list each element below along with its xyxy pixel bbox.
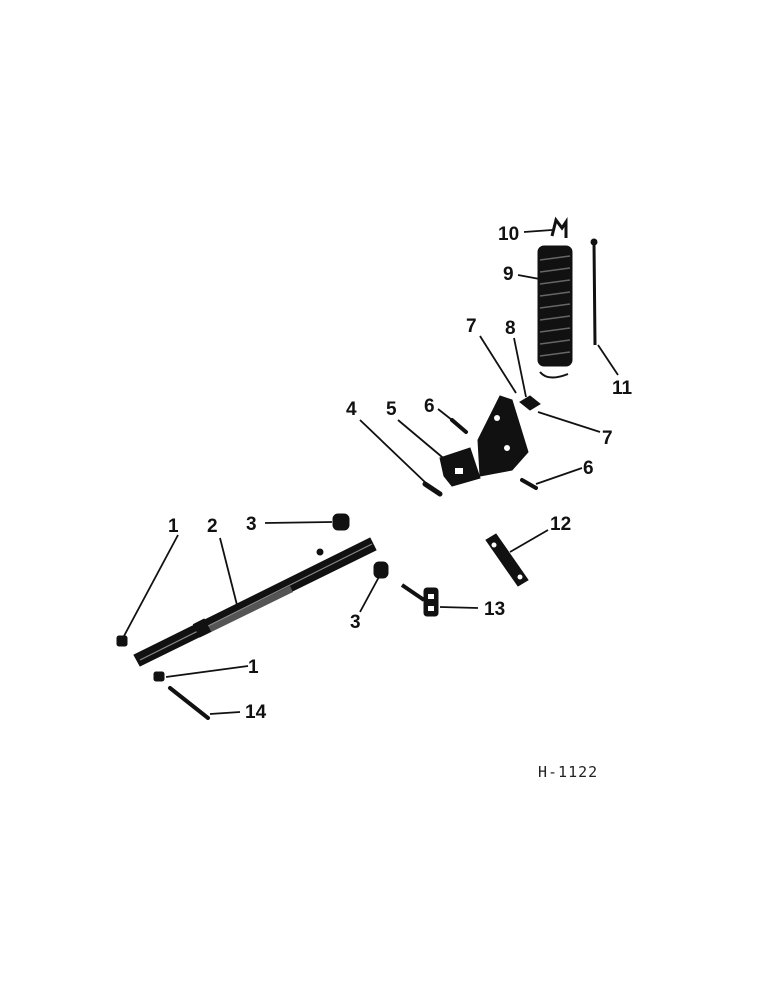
part-hook	[550, 216, 568, 238]
leader-12	[509, 529, 549, 553]
leader-1a	[123, 534, 179, 637]
leader-3a	[264, 521, 333, 524]
part-clamp	[400, 583, 439, 617]
callout-6-upper: 6	[424, 396, 435, 417]
part-cap-screw-upper	[450, 418, 468, 434]
callout-14: 14	[245, 702, 267, 723]
figure-id: H-1122	[538, 763, 598, 781]
part-rod	[590, 238, 598, 346]
callout-11: 11	[612, 378, 633, 399]
part-spring	[537, 245, 573, 379]
callout-8: 8	[505, 318, 516, 339]
callout-3-upper: 3	[246, 514, 257, 535]
part-set-screw-upper	[116, 635, 128, 647]
part-bolt-4	[422, 481, 443, 497]
leader-5	[397, 419, 449, 463]
callout-6-lower: 6	[583, 458, 594, 479]
leader-3b	[359, 574, 381, 613]
leader-13	[439, 606, 479, 609]
part-bracket	[439, 395, 529, 487]
leader-8	[513, 337, 527, 398]
leader-7b	[537, 411, 601, 433]
part-washer	[519, 395, 541, 411]
leader-1b	[165, 665, 249, 678]
callout-3-lower: 3	[350, 612, 361, 633]
callouts: 10 9 7 8 11 4 5 6 7 6 1 2 3 12 13 3 1 14	[168, 224, 633, 723]
callout-7-lower: 7	[602, 428, 613, 449]
callout-10: 10	[498, 224, 519, 245]
callout-4: 4	[346, 399, 357, 420]
part-set-screw-lower	[153, 671, 165, 682]
callout-1-upper: 1	[168, 516, 179, 537]
part-bushing-lower	[373, 561, 389, 579]
part-shaft	[133, 537, 377, 667]
callout-5: 5	[386, 399, 397, 420]
callout-13: 13	[484, 599, 505, 620]
callout-2: 2	[207, 516, 218, 537]
leader-10	[523, 229, 553, 233]
part-bushing-upper	[332, 513, 350, 531]
leader-9	[517, 274, 546, 281]
leader-11	[597, 344, 619, 376]
callout-12: 12	[550, 514, 571, 535]
leader-7a	[479, 335, 517, 394]
callout-1-lower: 1	[248, 657, 259, 678]
leader-lines	[123, 229, 619, 715]
leader-4	[359, 419, 429, 486]
leader-6a	[437, 408, 453, 421]
part-pin	[168, 686, 210, 720]
callout-9: 9	[503, 264, 514, 285]
leader-6b	[535, 467, 583, 485]
callout-7-upper: 7	[466, 316, 477, 337]
leader-2	[219, 537, 238, 606]
part-cap-screw-lower	[520, 478, 538, 490]
leader-14	[209, 711, 241, 715]
part-bar	[485, 533, 529, 587]
